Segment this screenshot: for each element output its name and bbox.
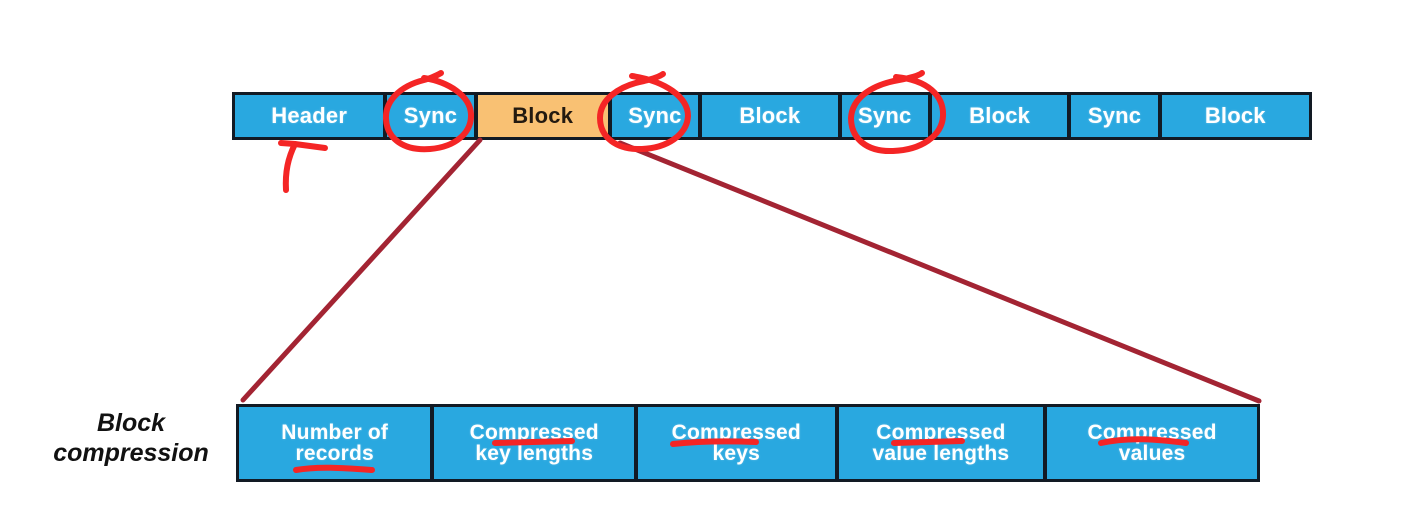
record-field-cell-label: Number of records [281, 420, 389, 465]
record-field-cell-label: Compressed key lengths [469, 420, 599, 465]
sequence-block-cell-label: Block [739, 102, 801, 128]
sequence-block-cell-2: Block [475, 95, 610, 137]
record-field-cell-2: Compressed keys [636, 407, 837, 479]
record-field-cell-label: Compressed values [1087, 420, 1217, 465]
sequence-block-cell-4: Block [700, 95, 840, 137]
block-compression-caption: Block compression [53, 409, 209, 467]
record-field-cell-4: Compressed values [1045, 407, 1257, 479]
connector-right-line [617, 140, 1262, 404]
sequence-block-cell-label: Sync [628, 102, 682, 128]
sequence-file-layout-bar: Header Sync Block Sync Block Sync Block Sync Blo… [232, 92, 1312, 140]
header-arrow-shaft [282, 141, 298, 193]
sequence-block-cell-3: Sync [609, 95, 701, 137]
record-field-cell-3: Compressed value lengths [836, 407, 1046, 479]
sequence-block-cell-label: Block [512, 102, 574, 128]
sequence-block-cell-8: Block [1159, 95, 1309, 137]
header-arrow-head [278, 140, 328, 151]
sequence-block-cell-label: Sync [403, 102, 458, 128]
record-field-cell-label: Compressed value lengths [872, 420, 1010, 465]
sequence-block-cell-1: Sync [385, 95, 476, 137]
header-arrow-annotation [278, 140, 328, 193]
sequence-block-cell-label: Sync [1087, 102, 1142, 128]
expansion-connectors [240, 137, 1262, 404]
sequence-block-cell-label: Header [271, 102, 348, 128]
sequence-block-cell-label: Sync [858, 102, 912, 128]
sequence-block-cell-5: Sync [839, 95, 930, 137]
sequence-block-cell-6: Block [929, 95, 1070, 137]
sequence-block-cell-0: Header [235, 95, 386, 137]
sequence-block-cell-7: Sync [1069, 95, 1160, 137]
record-field-cell-label: Compressed keys [671, 420, 801, 465]
connector-left-line [240, 137, 483, 403]
record-field-cell-0: Number of records [239, 407, 433, 479]
sequence-block-cell-label: Block [969, 102, 1031, 128]
record-field-cell-1: Compressed key lengths [432, 407, 636, 479]
block-record-layout-bar: Number of records Compressed key lengths C… [236, 404, 1260, 482]
sequence-block-cell-label: Block [1204, 102, 1266, 128]
